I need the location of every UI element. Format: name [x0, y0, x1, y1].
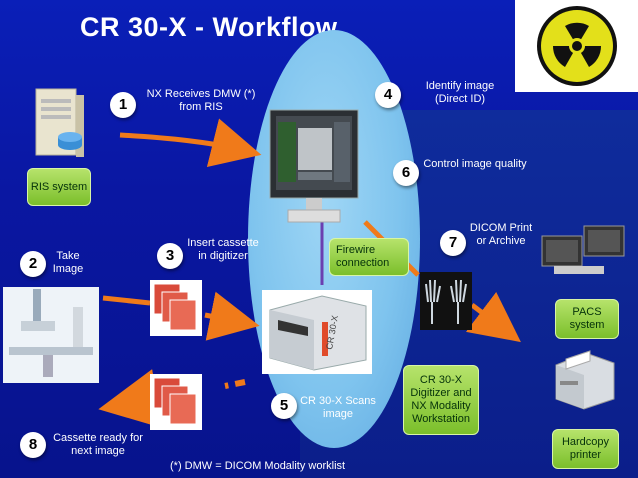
- digitizer-image: CR 30-X: [262, 290, 372, 374]
- step-4-badge: 4: [375, 82, 401, 108]
- step-1-badge: 1: [110, 92, 136, 118]
- step-5-text: CR 30-X Scans image: [300, 395, 376, 420]
- pacs-system-box: PACS system: [555, 299, 619, 339]
- xray-table-image: [3, 287, 99, 383]
- cassette-stack-upper: [150, 280, 202, 336]
- slide-title: CR 30-X - Workflow: [80, 12, 338, 42]
- step-8-badge: 8: [20, 432, 46, 458]
- arrow-xray-to-pacs: [465, 291, 521, 343]
- radiation-logo: [515, 0, 638, 92]
- step-4-text: Identify image (Direct ID): [425, 80, 495, 105]
- step-6-badge: 6: [393, 160, 419, 186]
- arrow-xray-to-cassette: [102, 295, 151, 306]
- workstation-monitor-image: [268, 108, 360, 226]
- step-2-text: Take Image: [52, 250, 84, 275]
- arrow-cassette-return-2: [98, 369, 163, 429]
- printer-image: [546, 345, 618, 413]
- hardcopy-printer-box: Hardcopy printer: [552, 429, 619, 469]
- ris-system-box: RIS system: [27, 168, 91, 206]
- step-8-text: Cassette ready for next image: [53, 432, 143, 457]
- ris-server-image: [28, 85, 90, 163]
- step-3-badge: 3: [157, 243, 183, 269]
- step-5-badge: 5: [271, 393, 297, 419]
- pacs-computers-image: [540, 222, 630, 280]
- step-7-badge: 7: [440, 230, 466, 256]
- arrow-ris-to-monitor: [119, 118, 262, 167]
- cassette-stack-lower: [150, 374, 202, 430]
- step-7-text: DICOM Print or Archive: [469, 222, 533, 247]
- step-6-text: Control image quality: [423, 158, 527, 170]
- arrow-cassette-to-digitizer: [204, 291, 260, 341]
- step-2-badge: 2: [20, 251, 46, 277]
- footnote: (*) DMW = DICOM Modality worklist: [170, 460, 346, 472]
- step-1-text: NX Receives DMW (*) from RIS: [146, 88, 256, 113]
- step-3-text: Insert cassette in digitizer: [187, 237, 259, 262]
- xray-hands-image: [420, 272, 472, 330]
- workstation-box: CR 30-X Digitizer and NX Modality Workst…: [403, 365, 479, 435]
- arrow-cassette-return: [224, 379, 246, 389]
- firewire-connection-box: Firewire connection: [329, 238, 409, 276]
